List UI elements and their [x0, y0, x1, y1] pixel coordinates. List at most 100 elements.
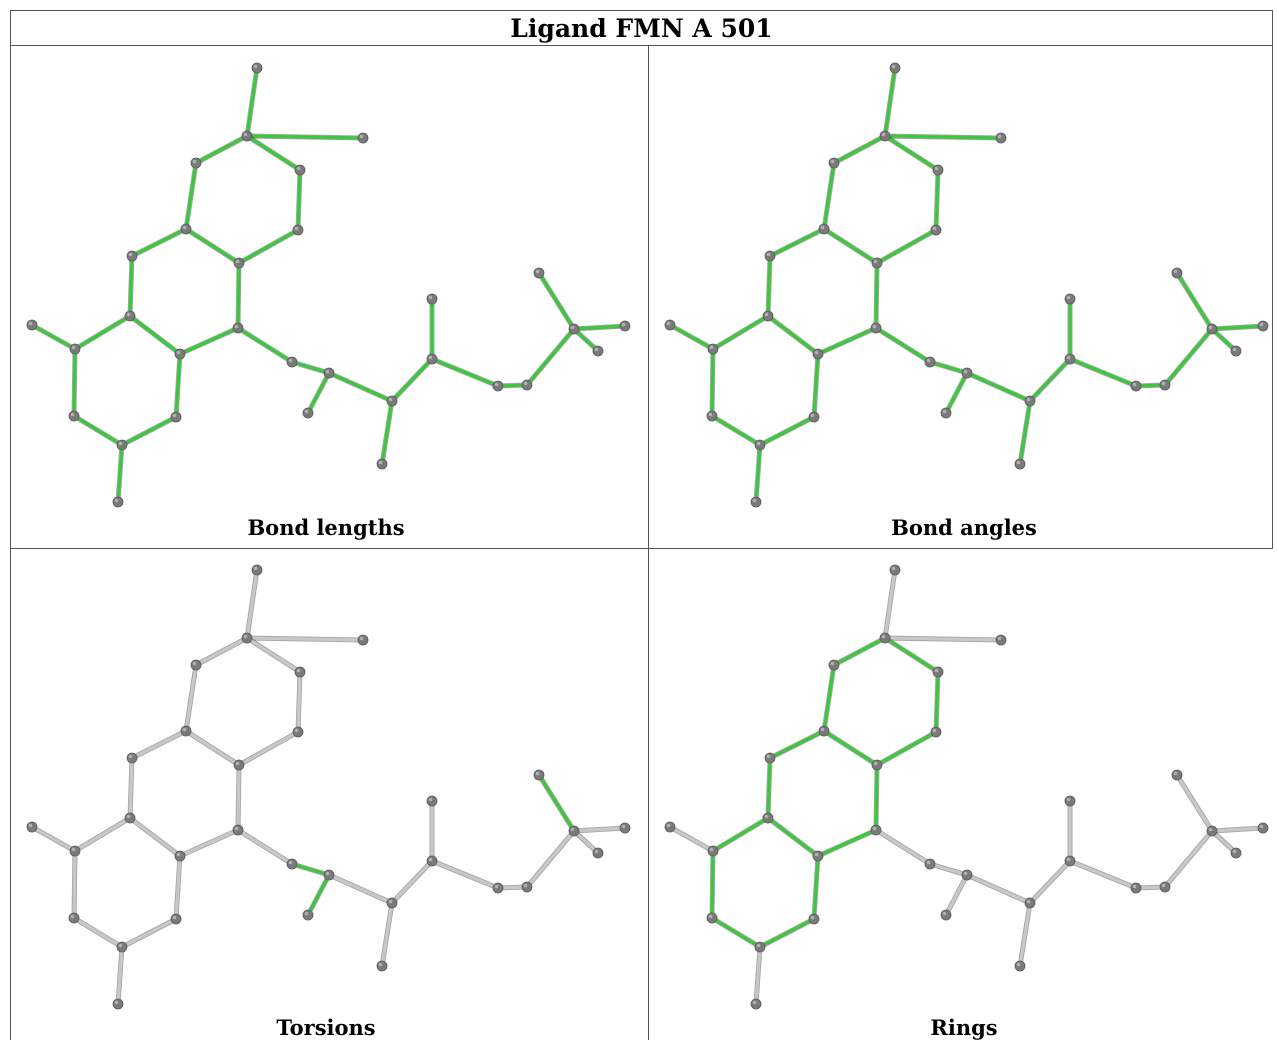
bond: [1210, 829, 1238, 855]
atom-highlight: [594, 347, 599, 352]
bond: [327, 873, 394, 905]
row-divider: [10, 548, 1273, 549]
atom-highlight: [752, 498, 757, 503]
atom: [707, 343, 719, 355]
bond: [754, 945, 762, 1006]
bond: [1175, 773, 1214, 833]
atom-highlight: [934, 668, 939, 673]
caption-rings: Rings: [930, 1015, 998, 1040]
bond: [1163, 327, 1214, 387]
bond: [928, 862, 969, 877]
atom-highlight: [570, 325, 575, 330]
bond: [184, 161, 198, 231]
bond: [184, 729, 241, 767]
bond: [710, 347, 715, 418]
bond: [710, 849, 715, 920]
atom: [426, 795, 438, 807]
atom-highlight: [325, 871, 330, 876]
bond: [194, 134, 249, 165]
atom-highlight: [304, 911, 309, 916]
atom-highlight: [708, 914, 713, 919]
atom: [1257, 822, 1269, 834]
atom: [764, 250, 776, 262]
atom: [69, 845, 81, 857]
atom: [251, 564, 263, 576]
bond: [380, 399, 394, 466]
atom: [870, 824, 882, 836]
atom: [126, 752, 138, 764]
atom-highlight: [192, 661, 197, 666]
atom-highlight: [523, 381, 528, 386]
bond: [883, 134, 940, 172]
atom-highlight: [570, 827, 575, 832]
bond: [1068, 357, 1138, 388]
bond: [572, 324, 627, 331]
atom-highlight: [243, 132, 248, 137]
atom-highlight: [70, 914, 75, 919]
atom-highlight: [114, 1000, 119, 1005]
bond: [128, 816, 182, 858]
atom: [871, 759, 883, 771]
atom-highlight: [428, 355, 433, 360]
bond: [72, 916, 124, 949]
atom-highlight: [708, 412, 713, 417]
bond: [245, 636, 302, 674]
atom-highlight: [535, 269, 540, 274]
bond: [30, 323, 77, 351]
atom-highlight: [621, 824, 626, 829]
bond: [194, 636, 249, 667]
atom: [426, 855, 438, 867]
bond: [822, 161, 836, 231]
bond: [184, 227, 241, 265]
bond: [116, 945, 124, 1006]
bond: [174, 352, 182, 419]
atom: [190, 157, 202, 169]
caption-bond-angles: Bond angles: [891, 515, 1037, 540]
bond: [1175, 271, 1214, 331]
bond: [174, 854, 182, 921]
bond: [128, 756, 134, 820]
atom-highlight: [359, 636, 364, 641]
atom: [174, 348, 186, 360]
atom: [292, 726, 304, 738]
atom: [592, 345, 604, 357]
atom-highlight: [1208, 325, 1213, 330]
molecule-torsions: [26, 564, 631, 1010]
atom-highlight: [963, 369, 968, 374]
atom-highlight: [891, 566, 896, 571]
atom: [754, 941, 766, 953]
atom: [1024, 395, 1036, 407]
bond: [758, 415, 816, 447]
atom: [323, 367, 335, 379]
atom: [426, 293, 438, 305]
bond: [934, 168, 940, 232]
bond: [944, 873, 969, 917]
bond: [822, 227, 879, 265]
left-border: [10, 46, 11, 1040]
atom: [116, 439, 128, 451]
atom-highlight: [932, 226, 937, 231]
atom: [124, 310, 136, 322]
bond: [822, 663, 836, 733]
atom-highlight: [126, 814, 131, 819]
atom: [932, 666, 944, 678]
atom-highlight: [764, 312, 769, 317]
atom-highlight: [764, 814, 769, 819]
atom: [924, 356, 936, 368]
atom: [932, 164, 944, 176]
bond: [883, 636, 940, 674]
bond: [537, 773, 576, 833]
bond: [766, 816, 820, 858]
atom-highlight: [830, 661, 835, 666]
atom-highlight: [814, 852, 819, 857]
atom: [568, 323, 580, 335]
bond: [883, 568, 897, 640]
atom: [294, 164, 306, 176]
atom: [302, 909, 314, 921]
atom: [233, 759, 245, 771]
bond: [668, 323, 715, 351]
bond: [874, 261, 879, 330]
atom-highlight: [128, 754, 133, 759]
bond: [711, 816, 770, 853]
atom-highlight: [1161, 883, 1166, 888]
